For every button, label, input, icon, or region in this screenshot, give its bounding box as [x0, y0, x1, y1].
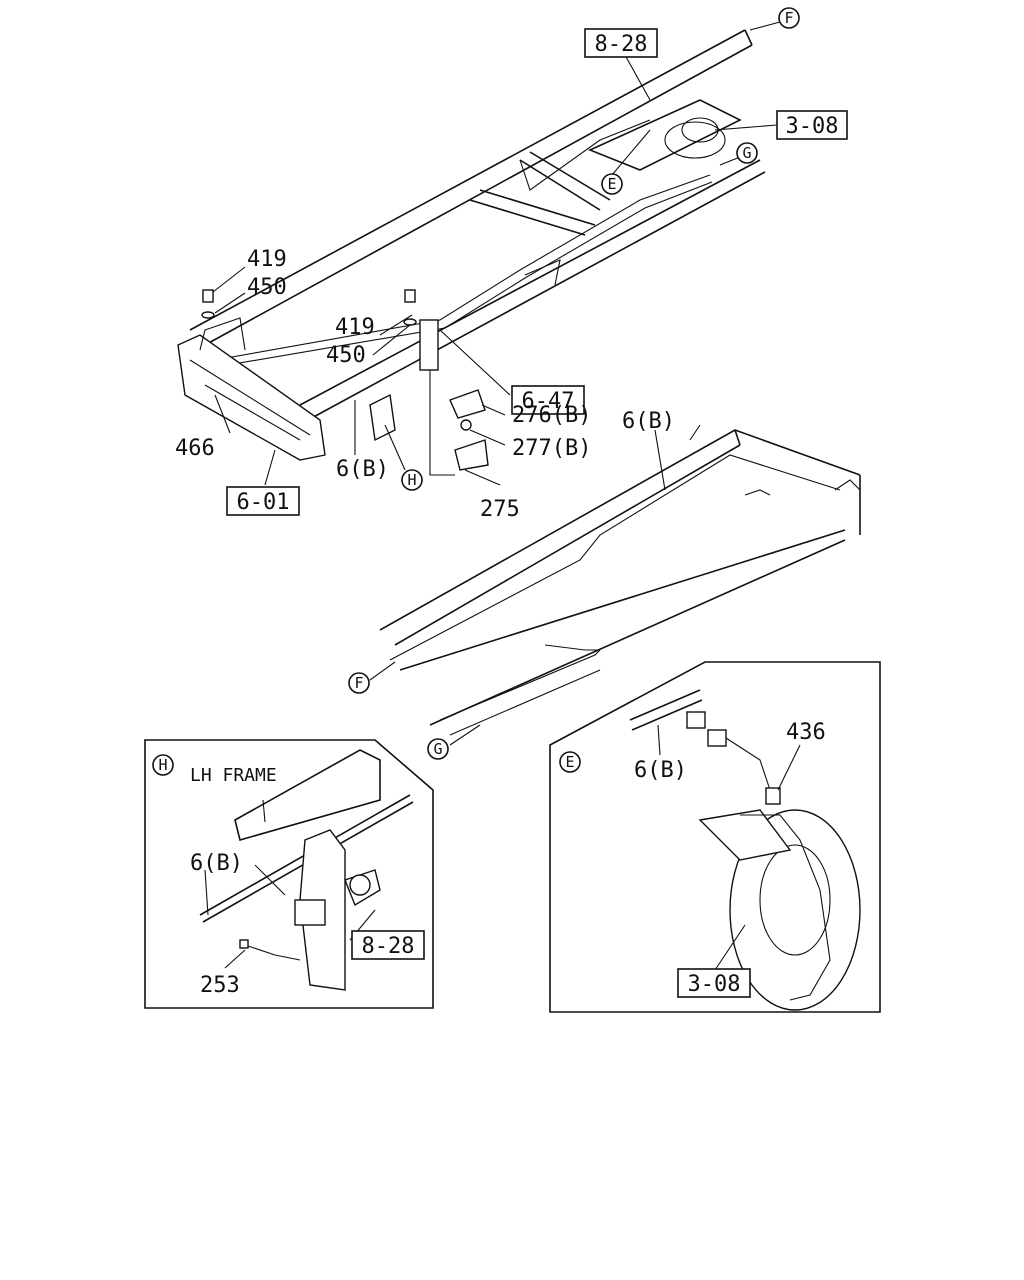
part-label-466: 466: [175, 436, 215, 461]
part-label-450-mid: 450: [326, 343, 366, 368]
callout-6-47: 6-47: [511, 385, 585, 415]
part-label-276b: 276(B): [512, 403, 591, 428]
svg-text:E: E: [607, 175, 616, 193]
svg-text:G: G: [433, 740, 442, 758]
circle-ref-g-mid: G: [427, 738, 449, 760]
part-label-6b-right: 6(B): [622, 409, 675, 434]
part-label-419-mid: 419: [335, 315, 375, 340]
circle-ref-h-main: H: [401, 469, 423, 491]
callout-3-08-top: 3-08: [776, 110, 848, 140]
callout-6-01: 6-01: [226, 486, 300, 516]
circle-ref-g-top: G: [736, 142, 758, 164]
part-label-253: 253: [200, 973, 240, 998]
part-label-6b-main: 6(B): [336, 457, 389, 482]
callout-3-08-detail-e: 3-08: [677, 968, 751, 998]
detail-h-panel: [144, 739, 434, 1009]
bolt-419-left-icon: [201, 289, 215, 319]
front-bumper: [177, 317, 326, 461]
svg-text:3-08: 3-08: [688, 972, 741, 997]
svg-text:8-28: 8-28: [595, 32, 648, 57]
part-label-6b-detail-h: 6(B): [190, 851, 243, 876]
detail-e-panel: [549, 661, 881, 1013]
chassis-frame: [189, 29, 766, 421]
part-label-419-left: 419: [247, 247, 287, 272]
rear-pipe-frame: [379, 424, 861, 736]
part-label-436: 436: [786, 720, 826, 745]
svg-text:6-47: 6-47: [522, 389, 575, 414]
circle-ref-f-top: F: [778, 7, 800, 29]
circle-ref-f-mid: F: [348, 672, 370, 694]
leader-lines: [204, 21, 801, 971]
svg-text:F: F: [784, 9, 793, 27]
circle-ref-e-detail: E: [559, 751, 581, 773]
svg-text:F: F: [354, 674, 363, 692]
part-label-450-left: 450: [247, 275, 287, 300]
svg-text:H: H: [407, 471, 416, 489]
circle-ref-h-detail: H: [152, 754, 174, 776]
svg-text:8-28: 8-28: [362, 934, 415, 959]
callout-8-28-detail-h: 8-28: [351, 930, 425, 960]
svg-text:6-01: 6-01: [237, 490, 290, 515]
part-label-275: 275: [480, 497, 520, 522]
valve-bracket-assembly: [369, 319, 489, 476]
detail-h-frame-label: LH FRAME: [190, 765, 277, 786]
svg-text:3-08: 3-08: [786, 114, 839, 139]
callout-8-28-top: 8-28: [584, 28, 658, 58]
svg-text:H: H: [158, 756, 167, 774]
part-label-277b: 277(B): [512, 436, 591, 461]
circle-ref-e-top: E: [601, 173, 623, 195]
svg-text:G: G: [742, 144, 751, 162]
part-label-6b-detail-e: 6(B): [634, 758, 687, 783]
bolt-419-mid-icon: [403, 289, 417, 326]
svg-text:E: E: [565, 753, 574, 771]
